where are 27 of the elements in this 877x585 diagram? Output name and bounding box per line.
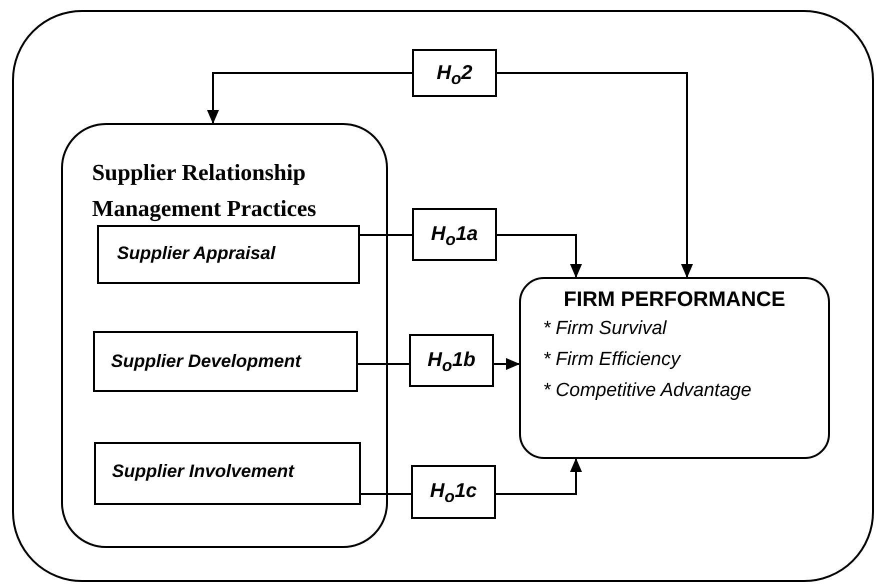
- process-box: [97, 225, 360, 284]
- hypothesis-label: H$_{o}$1c: [429, 479, 478, 508]
- hypothesis-label: H$_{o}$1a: [430, 222, 479, 251]
- connector-arrow: [494, 358, 520, 370]
- outcome-item: * Firm Survival: [543, 317, 668, 341]
- process-box: [93, 331, 358, 392]
- group-box: [61, 123, 388, 548]
- connector-arrow: [497, 72, 693, 278]
- box-label: Supplier Involvement: [112, 460, 296, 483]
- outcome-heading: FIRM PERFORMANCE: [562, 287, 786, 313]
- outcome-item: * Firm Efficiency: [543, 348, 682, 372]
- hypothesis-label: H$_{o}$2: [436, 61, 474, 90]
- box-label: Supplier Appraisal: [117, 242, 277, 265]
- outer-frame: [12, 10, 874, 582]
- outcome-box: [519, 277, 830, 459]
- group-heading: Supplier Relationship Management Practices: [92, 159, 318, 224]
- hypothesis-label: H$_{o}$1b: [426, 348, 476, 377]
- hypothesis-box: [412, 208, 497, 261]
- box-label: Supplier Development: [111, 350, 302, 373]
- connector-arrow: [496, 458, 582, 495]
- hypothesis-box: [411, 465, 496, 519]
- connector-arrow: [207, 72, 412, 124]
- outcome-item: * Competitive Advantage: [543, 379, 752, 403]
- connector-arrow: [497, 234, 582, 278]
- hypothesis-box: [409, 334, 494, 387]
- process-box: [94, 442, 361, 505]
- hypothesis-box: [412, 49, 497, 97]
